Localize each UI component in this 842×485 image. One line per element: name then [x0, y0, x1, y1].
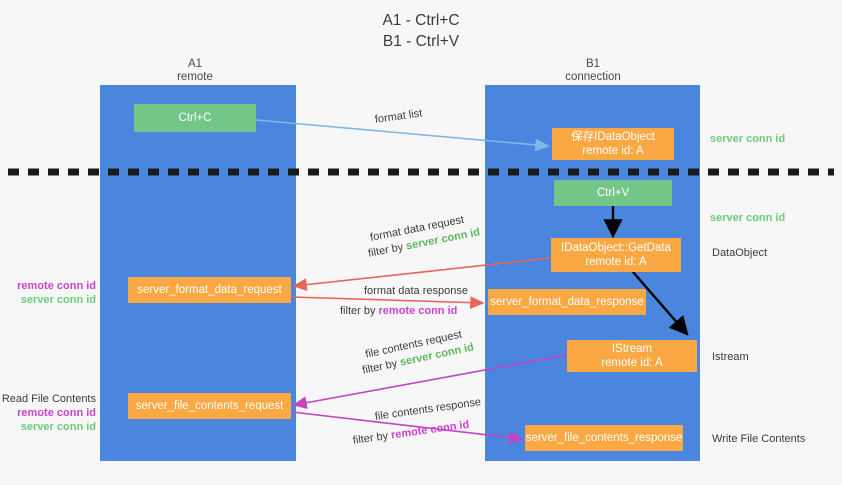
node-server-file-contents-response-label: server_file_contents_response [525, 432, 683, 444]
node-server-file-contents-response[interactable]: server_file_contents_response [525, 425, 683, 451]
edge-label-format-data-response-text: format data response [364, 285, 468, 297]
node-ctrl-v[interactable]: Ctrl+V [554, 180, 672, 206]
node-getdata-line1: IDataObject::GetData [561, 242, 671, 254]
annotation-server-conn-id-mid-text: server conn id [710, 212, 786, 224]
annotation-dataobject: DataObject [712, 246, 767, 260]
lane-a1-sub: remote [177, 71, 213, 83]
annotation-format-server-conn-id: server conn id [20, 294, 96, 306]
annotation-server-conn-id-top: server conn id [710, 132, 785, 146]
edge-label-format-data-response: format data response [364, 284, 468, 299]
node-server-format-data-response-label: server_format_data_response [490, 296, 644, 308]
filter-prefix: filter by [340, 305, 379, 317]
annotation-file-remote-conn-id: remote conn id [17, 407, 96, 419]
title-line-2: B1 - Ctrl+V [382, 33, 460, 50]
node-server-format-data-request[interactable]: server_format_data_request [128, 277, 291, 303]
node-server-format-data-request-label: server_format_data_request [137, 284, 282, 296]
annotation-server-conn-id-top-text: server conn id [710, 133, 786, 145]
node-idataobject-getdata[interactable]: IDataObject::GetData remote id: A [551, 238, 681, 272]
lane-b1-sub: connection [565, 71, 621, 83]
edge-label-file-contents-response-filter: filter by remote conn id [352, 418, 470, 449]
node-ctrl-v-label: Ctrl+V [596, 187, 630, 199]
annotation-file-server-conn-id: server conn id [20, 421, 96, 433]
lane-b1-name: B1 [585, 58, 601, 70]
annotation-dataobject-text: DataObject [712, 247, 768, 259]
lane-a1-name: A1 [187, 58, 203, 70]
annotation-istream: Istream [712, 350, 749, 364]
annotation-server-conn-id-mid: server conn id [710, 211, 785, 225]
annotation-format-remote-conn-id: remote conn id [17, 280, 96, 292]
node-istream-line1: IStream [611, 343, 653, 355]
annotation-read-file-contents-group: Read File Contents remote conn id server… [0, 392, 96, 434]
filter-key-remote-conn-id: remote conn id [390, 418, 471, 442]
lane-header-b1: B1 connection [518, 58, 668, 84]
annotation-write-file-contents-text: Write File Contents [712, 433, 806, 445]
node-server-format-data-response[interactable]: server_format_data_response [488, 289, 646, 315]
page-title: A1 - Ctrl+C B1 - Ctrl+V [281, 10, 561, 52]
title-line-1: A1 - Ctrl+C [382, 12, 460, 29]
edge-label-format-list: format list [374, 106, 423, 127]
node-istream[interactable]: IStream remote id: A [567, 340, 697, 372]
node-server-file-contents-request-label: server_file_contents_request [135, 400, 284, 412]
node-istream-line2: remote id: A [601, 357, 663, 369]
edge-label-format-list-text: format list [374, 107, 424, 126]
node-save-dataobject[interactable]: 保存IDataObject remote id: A [552, 128, 674, 160]
edge-label-format-data-response-filter: filter by remote conn id [340, 304, 457, 319]
annotation-format-conn-ids: remote conn id server conn id [0, 279, 96, 307]
filter-prefix: filter by [352, 429, 392, 447]
node-save-dataobject-line2: remote id: A [582, 145, 644, 157]
node-server-file-contents-request[interactable]: server_file_contents_request [128, 393, 291, 419]
lane-header-a1: A1 remote [120, 58, 270, 84]
node-save-dataobject-line1: 保存IDataObject [571, 131, 655, 143]
annotation-write-file-contents: Write File Contents [712, 432, 805, 446]
annotation-read-file-contents: Read File Contents [1, 393, 96, 405]
node-ctrl-c[interactable]: Ctrl+C [134, 104, 256, 132]
node-getdata-line2: remote id: A [585, 256, 647, 268]
annotation-istream-text: Istream [712, 351, 749, 363]
node-ctrl-c-label: Ctrl+C [178, 112, 212, 124]
filter-key-remote-conn-id: remote conn id [378, 305, 458, 317]
